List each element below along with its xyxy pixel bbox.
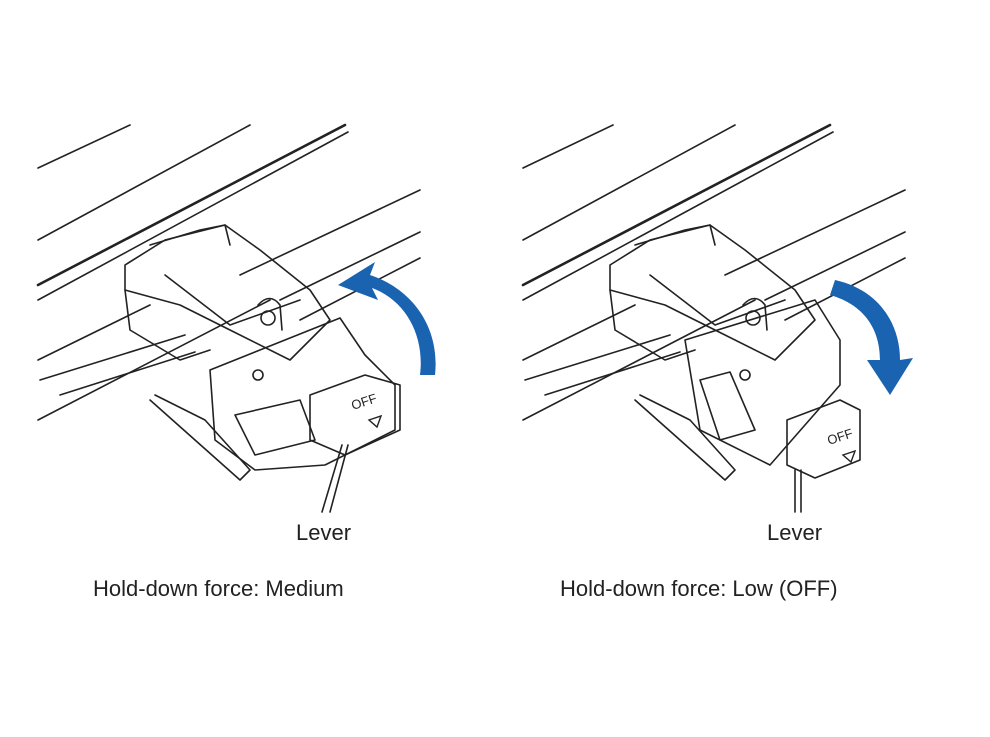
clamp-screw — [739, 369, 751, 381]
shaft-line — [59, 351, 196, 396]
clamp-screw — [252, 369, 264, 381]
rail-line — [522, 124, 736, 241]
lever-shape — [309, 374, 401, 456]
head-screw — [260, 310, 276, 326]
rail-line — [521, 123, 832, 287]
leader-line — [329, 444, 349, 513]
rail-line — [724, 189, 906, 276]
clip — [742, 297, 768, 331]
head-edge — [164, 274, 301, 326]
rotation-arrow-down-icon — [830, 280, 913, 395]
caption-medium: Hold-down force: Medium — [93, 576, 344, 601]
head-side — [124, 289, 211, 361]
rail-line — [522, 131, 834, 301]
shaft-line — [544, 351, 681, 396]
head-screw — [745, 310, 761, 326]
clamp-window — [234, 399, 316, 456]
panel-medium-illustration: OFF — [36, 123, 436, 513]
rail-line — [522, 124, 614, 169]
lever-label-off: Lever — [767, 520, 823, 545]
head-body — [124, 224, 331, 361]
rotation-arrow-up-icon — [338, 262, 436, 375]
lever-off-triangle — [367, 414, 383, 429]
clamp-body — [209, 317, 396, 471]
rail-line — [37, 304, 151, 361]
lever-off-triangle — [841, 449, 857, 464]
panel-off-illustration: OFF — [521, 123, 913, 513]
rail-line — [279, 231, 421, 301]
clamp-window — [699, 371, 756, 441]
leader-line — [321, 444, 343, 513]
head-top — [634, 224, 716, 246]
rail-line — [37, 299, 271, 421]
rail-line — [36, 123, 347, 287]
rail-line — [764, 231, 906, 301]
rail-line — [37, 124, 131, 169]
shaft-line — [39, 334, 186, 381]
clip — [257, 297, 283, 331]
lever-label-medium: Lever — [296, 520, 352, 545]
lever-off-text: OFF — [349, 391, 378, 413]
caption-off: Hold-down force: Low (OFF) — [560, 576, 838, 601]
rail-line — [37, 124, 251, 241]
head-body — [609, 224, 816, 361]
shaft-line — [524, 334, 671, 381]
blade-holder — [149, 394, 251, 481]
head-side — [609, 289, 696, 361]
head-edge — [649, 274, 786, 326]
rail-line — [37, 131, 349, 301]
rail-line — [522, 304, 636, 361]
rail-line — [522, 299, 756, 421]
blade-holder — [634, 394, 736, 481]
head-top — [149, 224, 231, 246]
rail-line — [239, 189, 421, 276]
lever-shape — [786, 399, 861, 479]
lever-off-text: OFF — [825, 426, 854, 448]
